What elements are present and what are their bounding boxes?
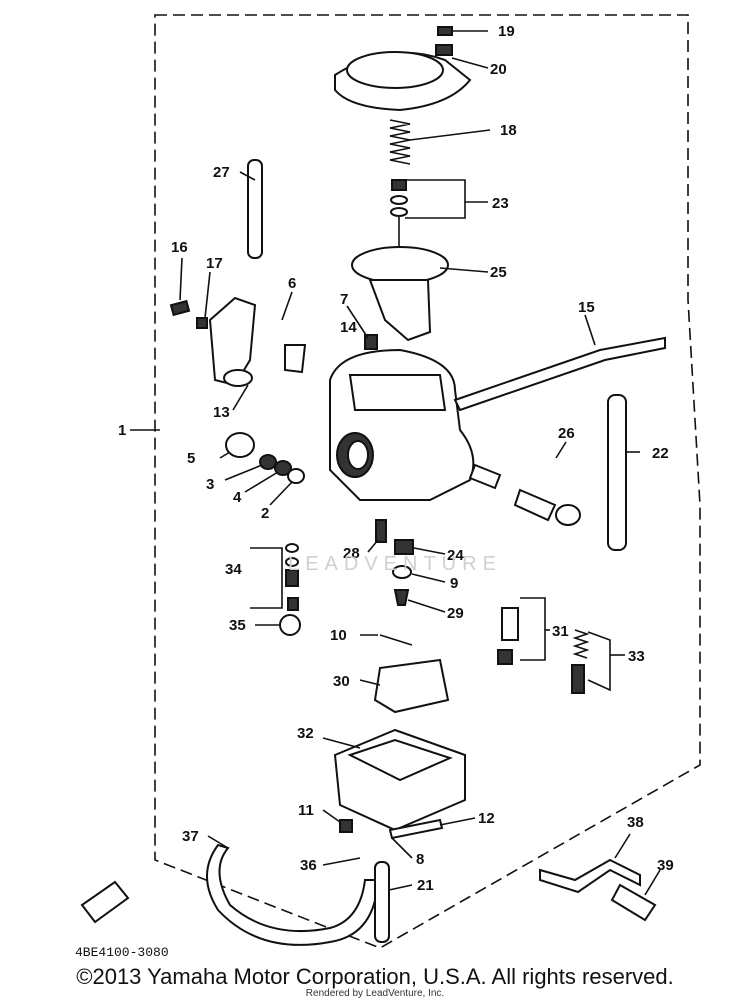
callout-15: 15 xyxy=(578,299,595,316)
callout-18: 18 xyxy=(500,122,517,139)
part-code: 4BE4100-3080 xyxy=(75,945,169,960)
float-pin xyxy=(379,634,413,646)
callout-38: 38 xyxy=(627,814,644,831)
callout-28: 28 xyxy=(343,545,360,562)
carburetor-body xyxy=(329,334,475,501)
callout-22: 22 xyxy=(652,445,669,462)
callout-29: 29 xyxy=(447,605,464,622)
callout-4: 4 xyxy=(233,489,242,506)
jet-needle-set xyxy=(390,179,408,250)
pipe-27 xyxy=(247,159,263,259)
callout-32: 32 xyxy=(297,725,314,742)
carburetor-top-cover xyxy=(334,26,472,112)
callout-23: 23 xyxy=(492,195,509,212)
pilot-screw-set xyxy=(468,463,581,526)
callout-25: 25 xyxy=(490,264,507,281)
callout-27: 27 xyxy=(213,164,230,181)
callout-35: 35 xyxy=(229,617,246,634)
label-plate xyxy=(80,880,130,924)
callout-8: 8 xyxy=(416,851,424,868)
callout-31: 31 xyxy=(552,623,569,640)
callout-3: 3 xyxy=(206,476,214,493)
callout-7: 7 xyxy=(340,291,348,308)
callout-6: 6 xyxy=(288,275,296,292)
leader-lines xyxy=(130,30,661,896)
callout-5: 5 xyxy=(187,450,195,467)
callout-2: 2 xyxy=(261,505,269,522)
diaphragm-piston xyxy=(351,246,449,342)
callout-26: 26 xyxy=(558,425,575,442)
rendered-by-text: Rendered by LeadVenture, Inc. xyxy=(305,988,445,999)
callout-33: 33 xyxy=(628,648,645,665)
float-bowl xyxy=(333,728,466,840)
callout-21: 21 xyxy=(417,877,434,894)
callout-24: 24 xyxy=(447,547,464,564)
callout-16: 16 xyxy=(171,239,188,256)
callout-12: 12 xyxy=(478,810,495,827)
callout-9: 9 xyxy=(450,575,458,592)
assembly-frame xyxy=(154,14,701,949)
watermark: LEADVENTURE xyxy=(288,553,502,575)
callout-10: 10 xyxy=(330,627,347,644)
copyright-text: ©2013 Yamaha Motor Corporation, U.S.A. A… xyxy=(76,964,674,989)
hose-39 xyxy=(610,883,657,922)
callout-30: 30 xyxy=(333,673,350,690)
hose-21 xyxy=(374,861,390,943)
callout-11: 11 xyxy=(298,802,314,819)
pipe-22 xyxy=(607,394,627,551)
float-valve-parts xyxy=(497,607,590,694)
air-screw-parts xyxy=(225,432,305,484)
hose-15 xyxy=(453,336,666,412)
spring xyxy=(389,119,411,165)
callout-39: 39 xyxy=(657,857,674,874)
drain-parts xyxy=(279,543,301,636)
bracket-38 xyxy=(539,858,641,894)
side-cover xyxy=(169,296,307,387)
callout-19: 19 xyxy=(498,23,515,40)
callout-36: 36 xyxy=(300,857,317,874)
callout-17: 17 xyxy=(206,255,223,272)
callout-13: 13 xyxy=(213,404,230,421)
callout-34: 34 xyxy=(225,561,242,578)
callout-37: 37 xyxy=(182,828,199,845)
float xyxy=(373,658,450,714)
jet-parts xyxy=(375,519,414,606)
callout-20: 20 xyxy=(490,61,507,78)
callout-14: 14 xyxy=(340,319,357,336)
callout-1: 1 xyxy=(118,422,126,439)
